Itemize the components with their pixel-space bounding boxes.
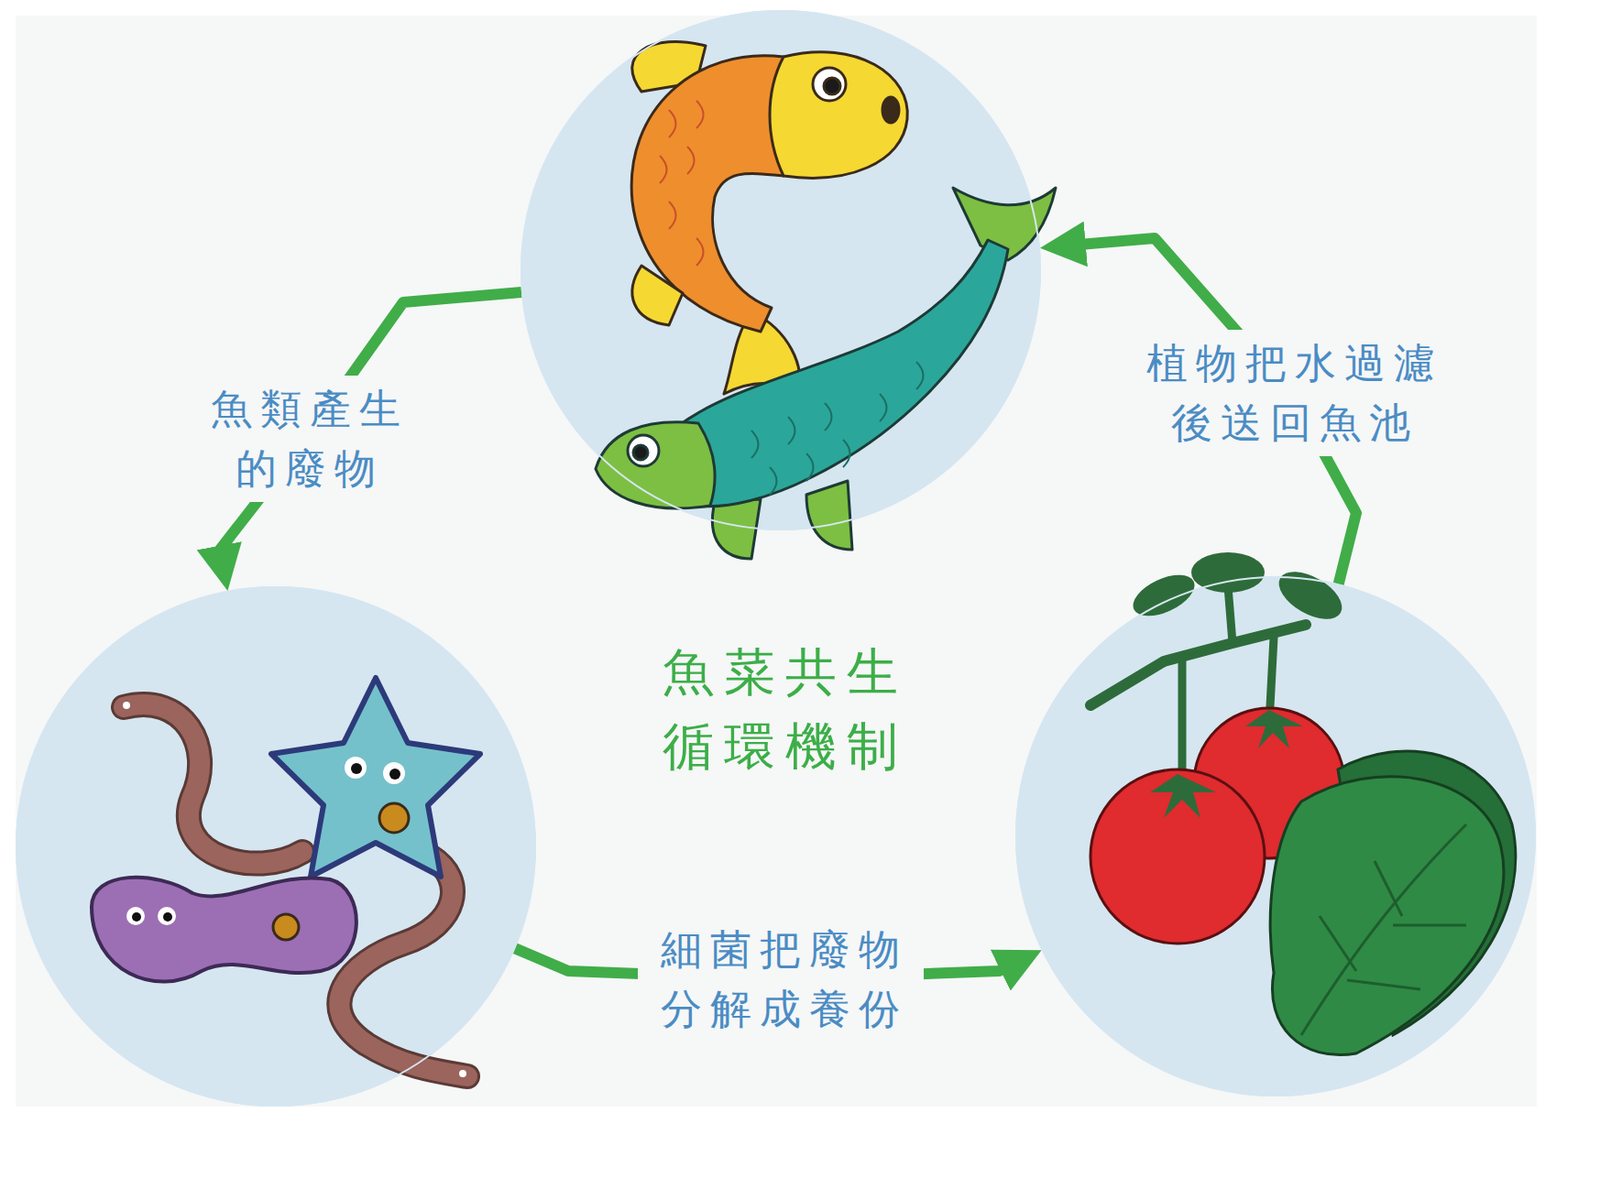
amoeba [271, 678, 481, 877]
circle-outline [1015, 576, 1536, 1097]
fish-mouth [882, 97, 899, 123]
fish-body [678, 240, 1009, 507]
plant-ground [1015, 576, 1536, 1097]
fish-scales [659, 100, 704, 266]
worm-outline [339, 856, 468, 1077]
vegetables [1090, 552, 1516, 1056]
bacteria-ground [15, 586, 537, 1107]
tomato [1090, 769, 1265, 944]
amoeba-nucleus [379, 803, 409, 833]
lettuce-vein [1301, 824, 1467, 1036]
fish-head [769, 52, 908, 179]
circle-outline [15, 586, 537, 1107]
edge-label: 魚類產生 的廢物 [187, 375, 426, 504]
bacterium-nucleus [273, 914, 299, 941]
amoeba-eye [383, 762, 406, 785]
bacterium-pupil [163, 912, 173, 922]
fish-eye [627, 435, 659, 467]
bacterium-eye [157, 907, 176, 926]
tomato-calyx [1150, 774, 1217, 819]
circle-node [15, 586, 537, 1107]
fish-eye [812, 67, 846, 101]
lettuce-leaf [1270, 777, 1504, 1056]
circle-node [1015, 576, 1536, 1097]
fish-head [595, 422, 715, 509]
worm-eye [459, 1070, 467, 1078]
fish-fin [632, 265, 683, 326]
fish-pupil [633, 445, 648, 461]
edge-label: 植物把水過濾 後送回魚池 [1123, 329, 1460, 458]
circle-node [520, 10, 1042, 531]
circle-outline [521, 10, 1041, 530]
fish-scales [751, 361, 924, 495]
edge-label: 細菌把廢物 分解成養份 [637, 916, 925, 1044]
bacterium-eye [126, 907, 145, 926]
fish-pupil [823, 77, 841, 95]
bacterium [91, 877, 357, 983]
bacterium-pupil [131, 912, 142, 922]
fish-ground [520, 10, 1042, 531]
circle-outline [520, 10, 1042, 531]
amoeba-pupil [389, 768, 401, 780]
fish-fin [712, 499, 761, 559]
worm [123, 704, 303, 865]
diagram-title: 魚菜共生 循環機制 [635, 631, 928, 788]
fish-fin [806, 481, 853, 550]
fish-body [631, 55, 784, 332]
worm-outline [123, 704, 303, 865]
teal-fish [595, 187, 1056, 559]
worm [339, 856, 468, 1077]
microbes [91, 678, 481, 1078]
amoeba-eye [344, 756, 367, 779]
tomato-leaf [1191, 552, 1265, 593]
orange-fish [631, 42, 908, 395]
circle-outline [16, 587, 536, 1107]
tomato-calyx [1245, 710, 1304, 749]
circle-outline [1016, 577, 1535, 1096]
amoeba-pupil [350, 763, 362, 775]
worm-eye [122, 701, 131, 710]
